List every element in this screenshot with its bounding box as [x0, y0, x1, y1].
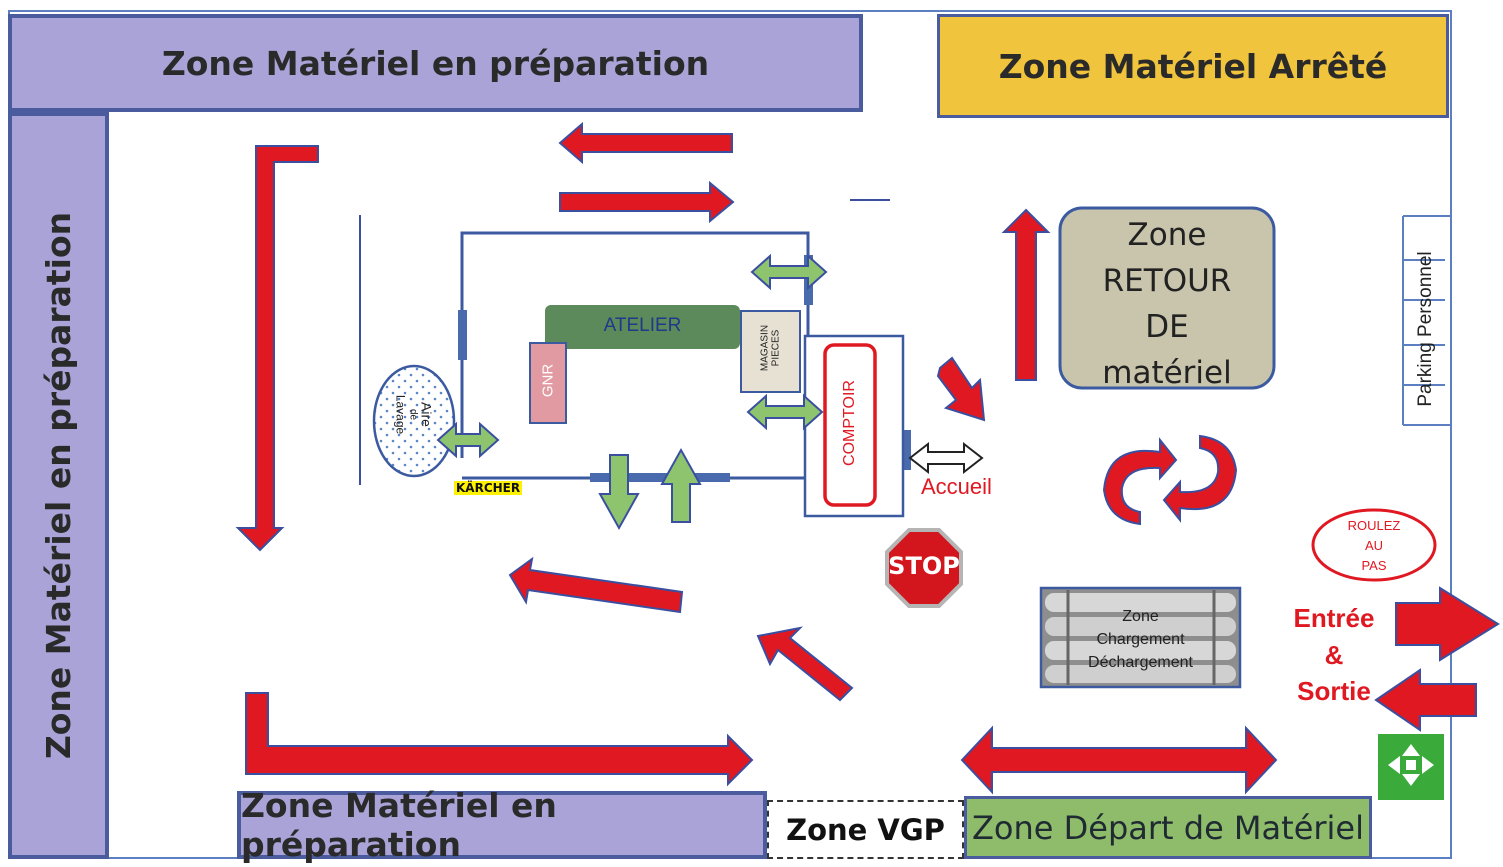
accueil-label: Accueil — [921, 474, 992, 499]
zone-retour-box — [1058, 206, 1276, 390]
arrow-up-retour — [1001, 208, 1051, 381]
zone-vgp: Zone VGP — [767, 800, 964, 859]
zone-retour-line-2: RETOUR — [1102, 263, 1232, 299]
zone-preparation-left: Zone Matériel en préparation — [8, 112, 109, 859]
arrow-circle-right — [1162, 434, 1238, 523]
zone-chargement-box — [1039, 586, 1242, 689]
gnr-label: GNR — [539, 363, 557, 398]
arrow-top-left — [558, 121, 733, 165]
zone-retour-label: Zone RETOUR DE matériel — [1060, 212, 1274, 396]
roulez-line-1: ROULEZ — [1347, 518, 1401, 533]
atelier-block — [545, 305, 740, 349]
zone-chargement-line-3: Déchargement — [1088, 654, 1193, 671]
stop-label: STOP — [888, 552, 960, 580]
zone-preparation-top-label: Zone Matériel en préparation — [161, 43, 710, 83]
lavage-line-3: Lavage — [393, 394, 408, 435]
zone-vgp-label: Zone VGP — [786, 812, 945, 847]
arrow-top-right — [559, 180, 735, 224]
roulez-au-pas-label: ROULEZ AU PAS — [1313, 516, 1435, 576]
arrow-sortie — [1374, 668, 1477, 732]
lavage-line-2: de — [407, 408, 419, 421]
zone-chargement-line-2: Chargement — [1096, 631, 1185, 648]
roulez-au-pas-sign — [1311, 508, 1437, 582]
entree-label: Entrée — [1293, 603, 1375, 633]
magasin-label: MAGASIN PIECES — [760, 316, 782, 381]
ampersand-label: & — [1324, 640, 1344, 670]
sortie-label: Sortie — [1297, 676, 1371, 706]
zone-materiel-arrete: Zone Matériel Arrêté — [937, 14, 1449, 118]
parking-personnel-label: Parking Personnel — [1415, 251, 1436, 407]
comptoir-inner — [823, 343, 877, 507]
arrow-double-bottom — [960, 725, 1278, 795]
magasin-line-1: MAGASIN — [759, 324, 771, 372]
traffic-arrows-red — [235, 121, 1500, 795]
arrow-left-down — [235, 145, 319, 552]
magasin-block — [740, 310, 801, 393]
zone-chargement-label: Zone Chargement Déchargement — [1041, 605, 1240, 674]
zone-retour-line-1: Zone — [1127, 217, 1207, 253]
arrow-diag-upleft — [756, 626, 854, 702]
zone-retour-line-3: DE — [1145, 309, 1189, 345]
zone-preparation-bottom-label: Zone Matériel en préparation — [241, 786, 557, 864]
door-accueil — [902, 430, 911, 470]
karcher-logo: KÄRCHER — [454, 481, 523, 495]
arrow-accueil — [908, 441, 984, 475]
zone-depart-materiel-label: Zone Départ de Matériel — [971, 808, 1364, 847]
zone-materiel-arrete-label: Zone Matériel Arrêté — [998, 46, 1388, 86]
gnr-block — [529, 342, 567, 424]
roulez-line-2: AU — [1364, 538, 1384, 553]
arrow-green-lavage — [436, 421, 500, 459]
door-left — [458, 310, 467, 360]
roulez-line-3: PAS — [1361, 558, 1387, 573]
magasin-line-2: PIECES — [770, 329, 782, 367]
assembly-point-icon — [1378, 734, 1444, 800]
zone-preparation-top: Zone Matériel en préparation — [8, 14, 863, 112]
zone-depart-materiel: Zone Départ de Matériel — [964, 796, 1372, 859]
arrow-diag-right — [936, 356, 986, 422]
arrow-middle-left — [508, 556, 684, 614]
traffic-arrows-green — [436, 253, 828, 531]
arrow-entree — [1395, 586, 1500, 662]
door-bottom — [590, 473, 730, 482]
arrow-green-magasin — [746, 393, 824, 431]
aire-lavage — [372, 364, 456, 478]
arrow-bottom-right — [245, 692, 754, 787]
atelier-label: ATELIER — [603, 315, 682, 336]
arrow-green-top — [750, 253, 828, 291]
zone-retour-line-4: matériel — [1102, 355, 1232, 391]
parking-personnel-area — [1402, 215, 1450, 426]
lavage-label: Aire de Lavage — [393, 380, 435, 450]
arrow-green-down — [598, 454, 640, 531]
comptoir-label: COMPTOIR — [841, 380, 858, 466]
zone-preparation-bottom: Zone Matériel en préparation — [237, 786, 767, 864]
zone-chargement-line-1: Zone — [1122, 608, 1159, 625]
stop-sign-icon — [885, 528, 963, 608]
arrow-circle-left — [1102, 437, 1178, 526]
arrow-green-up — [660, 447, 702, 523]
lavage-line-1: Aire — [418, 402, 435, 427]
